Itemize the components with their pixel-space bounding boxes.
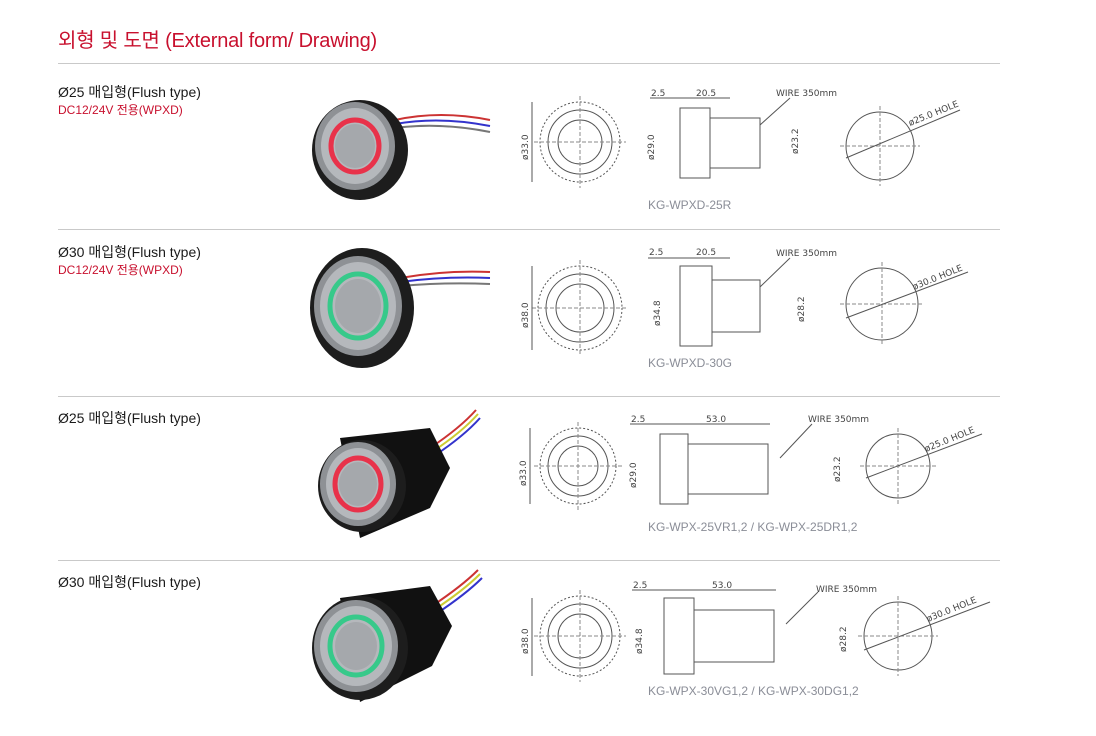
hole-view: ø30.0 HOLE [858, 596, 991, 676]
dim-thread-dia: ø28.2 [839, 626, 849, 652]
dim-body-dia: ø34.8 [653, 300, 663, 326]
page-title: 외형 및 도면 (External form/ Drawing) [58, 30, 377, 52]
front-view: ø33.0 [521, 96, 626, 188]
front-view: ø33.0 [519, 422, 622, 510]
model-number: KG-WPX-30VG1,2 / KG-WPX-30DG1,2 [648, 684, 859, 698]
hole-label: ø25.0 HOLE [907, 100, 960, 129]
side-view: 2.5 53.0 WIRE 350mm ø29.0 ø23.2 [629, 415, 869, 505]
wire-label: WIRE 350mm [776, 249, 837, 259]
model-number: KG-WPXD-25R [648, 198, 732, 212]
dim-front-dia: ø38.0 [521, 628, 531, 654]
led-ring-icon [327, 614, 385, 678]
section-subtitle: DC12/24V 전용(WPXD) [58, 103, 183, 117]
section-title: Ø25 매입형(Flush type) [58, 84, 201, 100]
side-view: 2.5 20.5 WIRE 350mm ø34.8 ø28.2 [648, 248, 837, 347]
hole-view: ø25.0 HOLE [840, 100, 961, 186]
dim-thread-dia: ø23.2 [791, 128, 801, 154]
dim-b: 20.5 [696, 248, 716, 258]
dim-body-dia: ø29.0 [647, 134, 657, 160]
product-photo [312, 100, 491, 200]
section-title: Ø30 매입형(Flush type) [58, 244, 201, 260]
section-divider [58, 560, 1000, 561]
led-ring-icon [332, 455, 384, 513]
model-number: KG-WPX-25VR1,2 / KG-WPX-25DR1,2 [648, 520, 858, 534]
section-divider [58, 396, 1000, 397]
product-section: Ø30 매입형(Flush type) DC12/24V 전용(WPXD) ø3… [0, 232, 1096, 392]
dim-front-dia: ø38.0 [521, 302, 531, 328]
hole-label: ø30.0 HOLE [911, 264, 964, 293]
technical-drawing: ø33.0 2.5 20.5 WIRE 350mm ø29.0 ø23.2 ø2… [521, 89, 961, 188]
dim-a: 2.5 [633, 581, 647, 591]
technical-drawing: ø38.0 2.5 53.0 WIRE 350mm ø34.8 ø28.2 ø3… [521, 581, 991, 682]
wire-bundle-icon [394, 114, 491, 133]
dim-thread-dia: ø28.2 [797, 296, 807, 322]
dim-front-dia: ø33.0 [519, 460, 529, 486]
dim-body-dia: ø29.0 [629, 462, 639, 488]
hole-label: ø25.0 HOLE [923, 426, 976, 455]
dim-thread-dia: ø23.2 [833, 456, 843, 482]
wire-label: WIRE 350mm [816, 585, 877, 595]
hole-view: ø25.0 HOLE [860, 426, 983, 504]
dim-b: 53.0 [706, 415, 726, 425]
led-ring-icon [327, 271, 389, 341]
front-view: ø38.0 [521, 590, 626, 682]
product-photo [318, 409, 481, 538]
product-section: Ø25 매입형(Flush type) ø33.0 2.5 [0, 398, 1096, 558]
front-view: ø38.0 [521, 260, 628, 356]
section-divider [58, 229, 1000, 230]
wire-label: WIRE 350mm [808, 415, 869, 425]
technical-drawing: ø33.0 2.5 53.0 WIRE 350mm ø29.0 ø23.2 ø2… [519, 415, 983, 510]
dim-b: 20.5 [696, 89, 716, 99]
technical-drawing: ø38.0 2.5 20.5 WIRE 350mm ø34.8 ø28.2 ø3… [521, 248, 969, 356]
product-photo [312, 569, 483, 702]
led-ring-icon [328, 117, 382, 175]
dim-b: 53.0 [712, 581, 732, 591]
side-view: 2.5 53.0 WIRE 350mm ø34.8 ø28.2 [632, 581, 877, 675]
product-section: Ø30 매입형(Flush type) ø38.0 2.5 [0, 562, 1096, 722]
section-title: Ø25 매입형(Flush type) [58, 410, 201, 426]
dim-a: 2.5 [649, 248, 663, 258]
dim-front-dia: ø33.0 [521, 134, 531, 160]
dim-body-dia: ø34.8 [635, 628, 645, 654]
model-number: KG-WPXD-30G [648, 356, 733, 370]
section-subtitle: DC12/24V 전용(WPXD) [58, 263, 183, 277]
hole-view: ø30.0 HOLE [840, 262, 969, 346]
section-title: Ø30 매입형(Flush type) [58, 574, 201, 590]
dim-a: 2.5 [651, 89, 665, 99]
product-section: Ø25 매입형(Flush type) DC12/24V 전용(WPXD) ø3… [0, 70, 1096, 230]
dim-a: 2.5 [631, 415, 645, 425]
side-view: 2.5 20.5 WIRE 350mm ø29.0 ø23.2 [647, 89, 837, 179]
hole-label: ø30.0 HOLE [925, 596, 978, 625]
product-photo [310, 248, 491, 368]
wire-label: WIRE 350mm [776, 89, 837, 99]
header-divider [58, 63, 1000, 64]
